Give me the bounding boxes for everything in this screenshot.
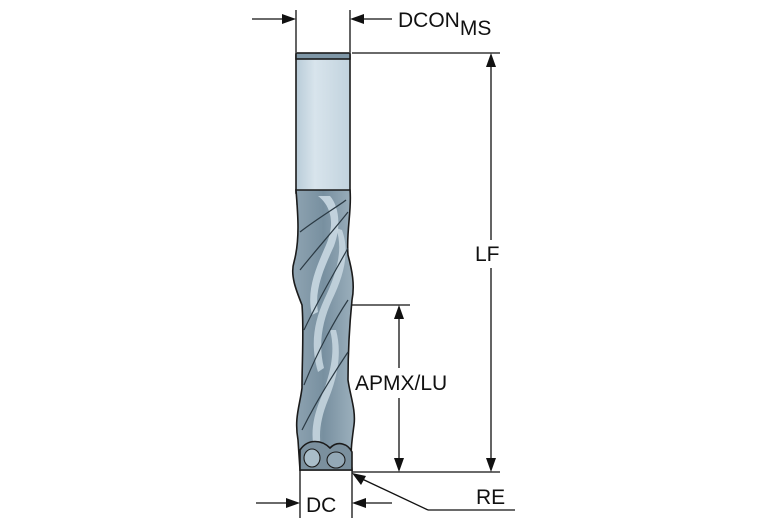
lf-arrow-bottom xyxy=(486,458,496,472)
dcon-arrow-right xyxy=(350,14,364,24)
apmx-arrow-top xyxy=(394,305,404,319)
dc-label: DC xyxy=(306,494,336,517)
flute-highlight-1 xyxy=(310,196,339,315)
end-mill-tool xyxy=(291,52,356,471)
flute-highlight-3 xyxy=(312,330,339,456)
dc-dimension: DC xyxy=(256,470,392,518)
dc-arrow-left xyxy=(286,498,300,508)
flute-edge-2 xyxy=(299,211,349,271)
flute-highlight-2 xyxy=(313,228,346,372)
dcon-label: DCONMS xyxy=(398,9,491,40)
lf-label: LF xyxy=(475,243,500,266)
re-arrow xyxy=(352,473,366,485)
flute-edge-3 xyxy=(303,247,349,331)
flute-edge-4 xyxy=(303,299,349,386)
apmx-arrow-bottom xyxy=(394,458,404,472)
tool-flute-body xyxy=(291,189,356,471)
dcon-ms-dimension: DCONMS xyxy=(252,9,491,52)
tool-shank-chamfer xyxy=(295,52,351,60)
tip-corner-right xyxy=(326,451,346,469)
dcon-arrow-left xyxy=(282,14,296,24)
re-leader-diagonal xyxy=(359,477,429,511)
tip-corner-left xyxy=(303,448,321,468)
re-label: RE xyxy=(476,486,505,509)
dc-arrow-right xyxy=(352,498,366,508)
apmx-lu-dimension: APMX/LU xyxy=(352,304,447,472)
apmx-lu-label: APMX/LU xyxy=(355,372,447,395)
lf-arrow-top xyxy=(486,53,496,67)
lf-dimension: LF xyxy=(352,52,500,473)
tool-shank xyxy=(295,54,351,194)
flute-edge-5 xyxy=(301,351,349,431)
re-dimension: RE xyxy=(352,473,515,511)
flute-edge-1 xyxy=(299,199,347,233)
